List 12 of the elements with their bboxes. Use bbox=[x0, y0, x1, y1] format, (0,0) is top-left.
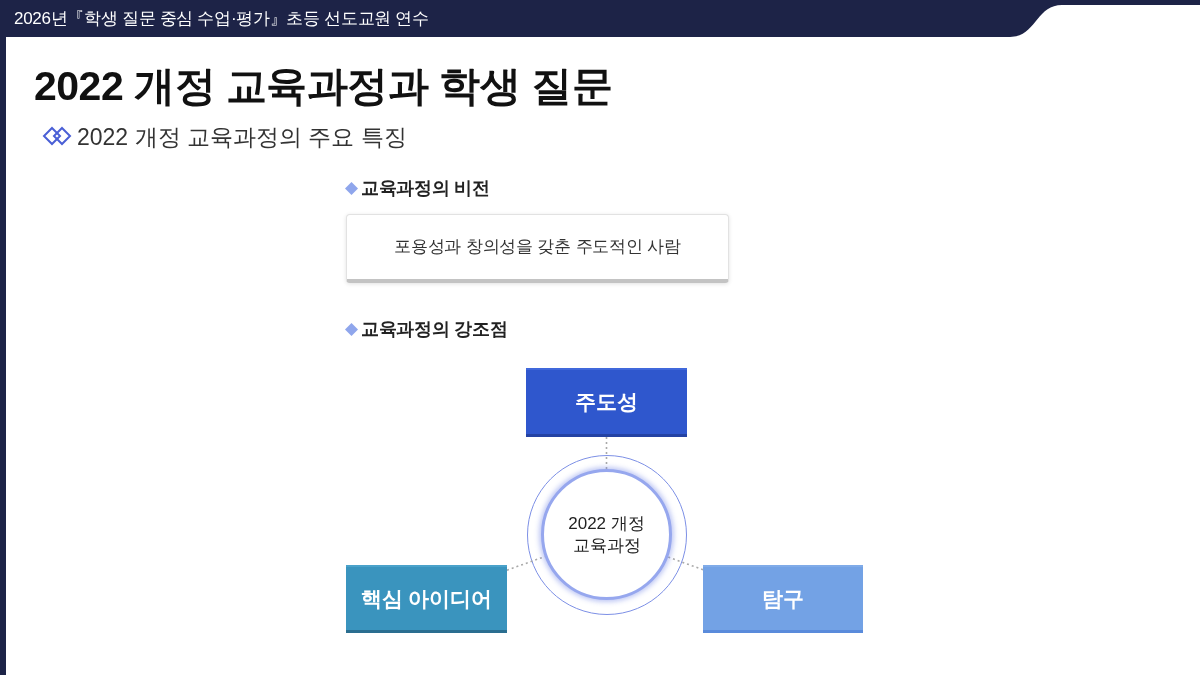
section-heading: 교육과정의 비전 bbox=[361, 177, 490, 199]
statement-box: 포용성과 창의성을 갖춘 주도적인 사람 bbox=[346, 214, 729, 283]
section-heading: 교육과정의 강조점 bbox=[361, 318, 508, 340]
keyword-box: 주도성 bbox=[526, 368, 687, 437]
center-circle: 2022 개정 교육과정 bbox=[541, 469, 672, 600]
page-title: 2022 개정 교육과정과 학생 질문 bbox=[34, 62, 613, 111]
keyword-box: 탐구 bbox=[703, 565, 863, 633]
dotted-connector bbox=[667, 556, 704, 571]
keyword-box: 핵심 아이디어 bbox=[346, 565, 507, 633]
dotted-connector bbox=[605, 436, 608, 470]
subtitle: 2022 개정 교육과정의 주요 특징 bbox=[77, 123, 407, 152]
header-text: 2026년『학생 질문 중심 수업·평가』초등 선도교원 연수 bbox=[14, 8, 429, 30]
